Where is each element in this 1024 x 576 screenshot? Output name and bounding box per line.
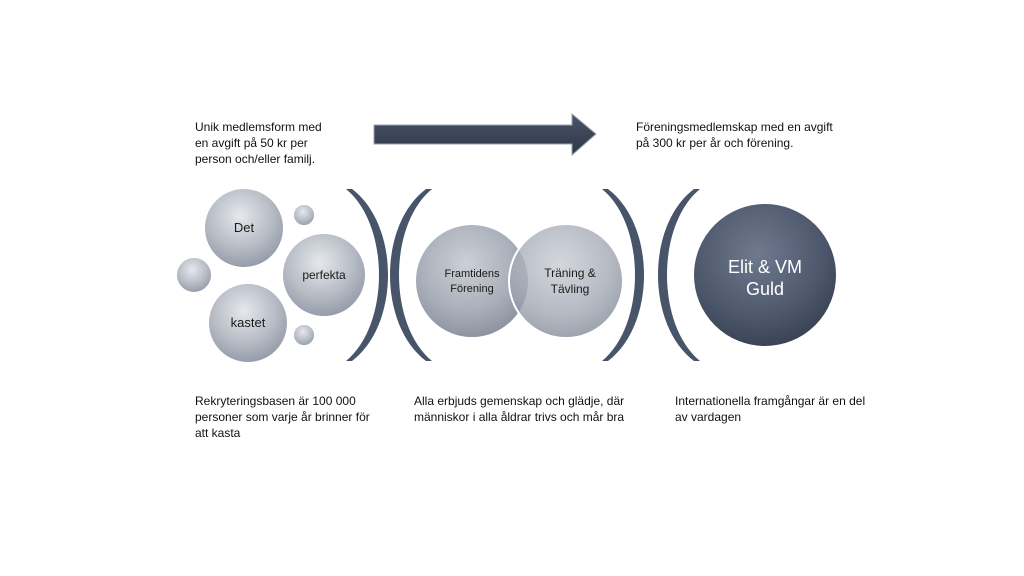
bracket-3-right	[602, 189, 644, 361]
text-top-left: Unik medlemsform med en avgift på 50 kr …	[195, 120, 322, 166]
bubble-top-tiny	[292, 203, 316, 227]
label-det: Det	[233, 220, 255, 235]
bracket-2-left	[390, 189, 432, 361]
text-bottom-left: Rekryteringsbasen är 100 000 personer so…	[195, 394, 370, 440]
label-elit: Elit & VM Guld	[727, 257, 802, 299]
bubble-bottom-tiny	[292, 323, 316, 347]
progress-arrow	[373, 112, 597, 157]
bracket-1-right	[346, 189, 388, 361]
bubble-det	[203, 187, 285, 269]
bubble-left-small	[175, 256, 213, 294]
text-bottom-right: Internationella framgångar är en del av …	[675, 394, 866, 424]
circle-elit	[692, 202, 838, 348]
circle-traning	[508, 223, 624, 339]
text-top-right: Föreningsmedlemskap med en avgift på 300…	[636, 120, 833, 150]
bracket-4-left	[658, 189, 700, 361]
label-kastet: kastet	[230, 315, 266, 330]
text-bottom-middle: Alla erbjuds gemenskap och glädje, där m…	[414, 394, 625, 424]
label-framtidens: Framtidens Förening	[444, 268, 500, 295]
label-perfekta: perfekta	[302, 268, 346, 282]
label-traning: Träning & Tävling	[544, 266, 596, 296]
bubble-kastet	[207, 282, 289, 364]
bubble-perfekta	[281, 232, 367, 318]
